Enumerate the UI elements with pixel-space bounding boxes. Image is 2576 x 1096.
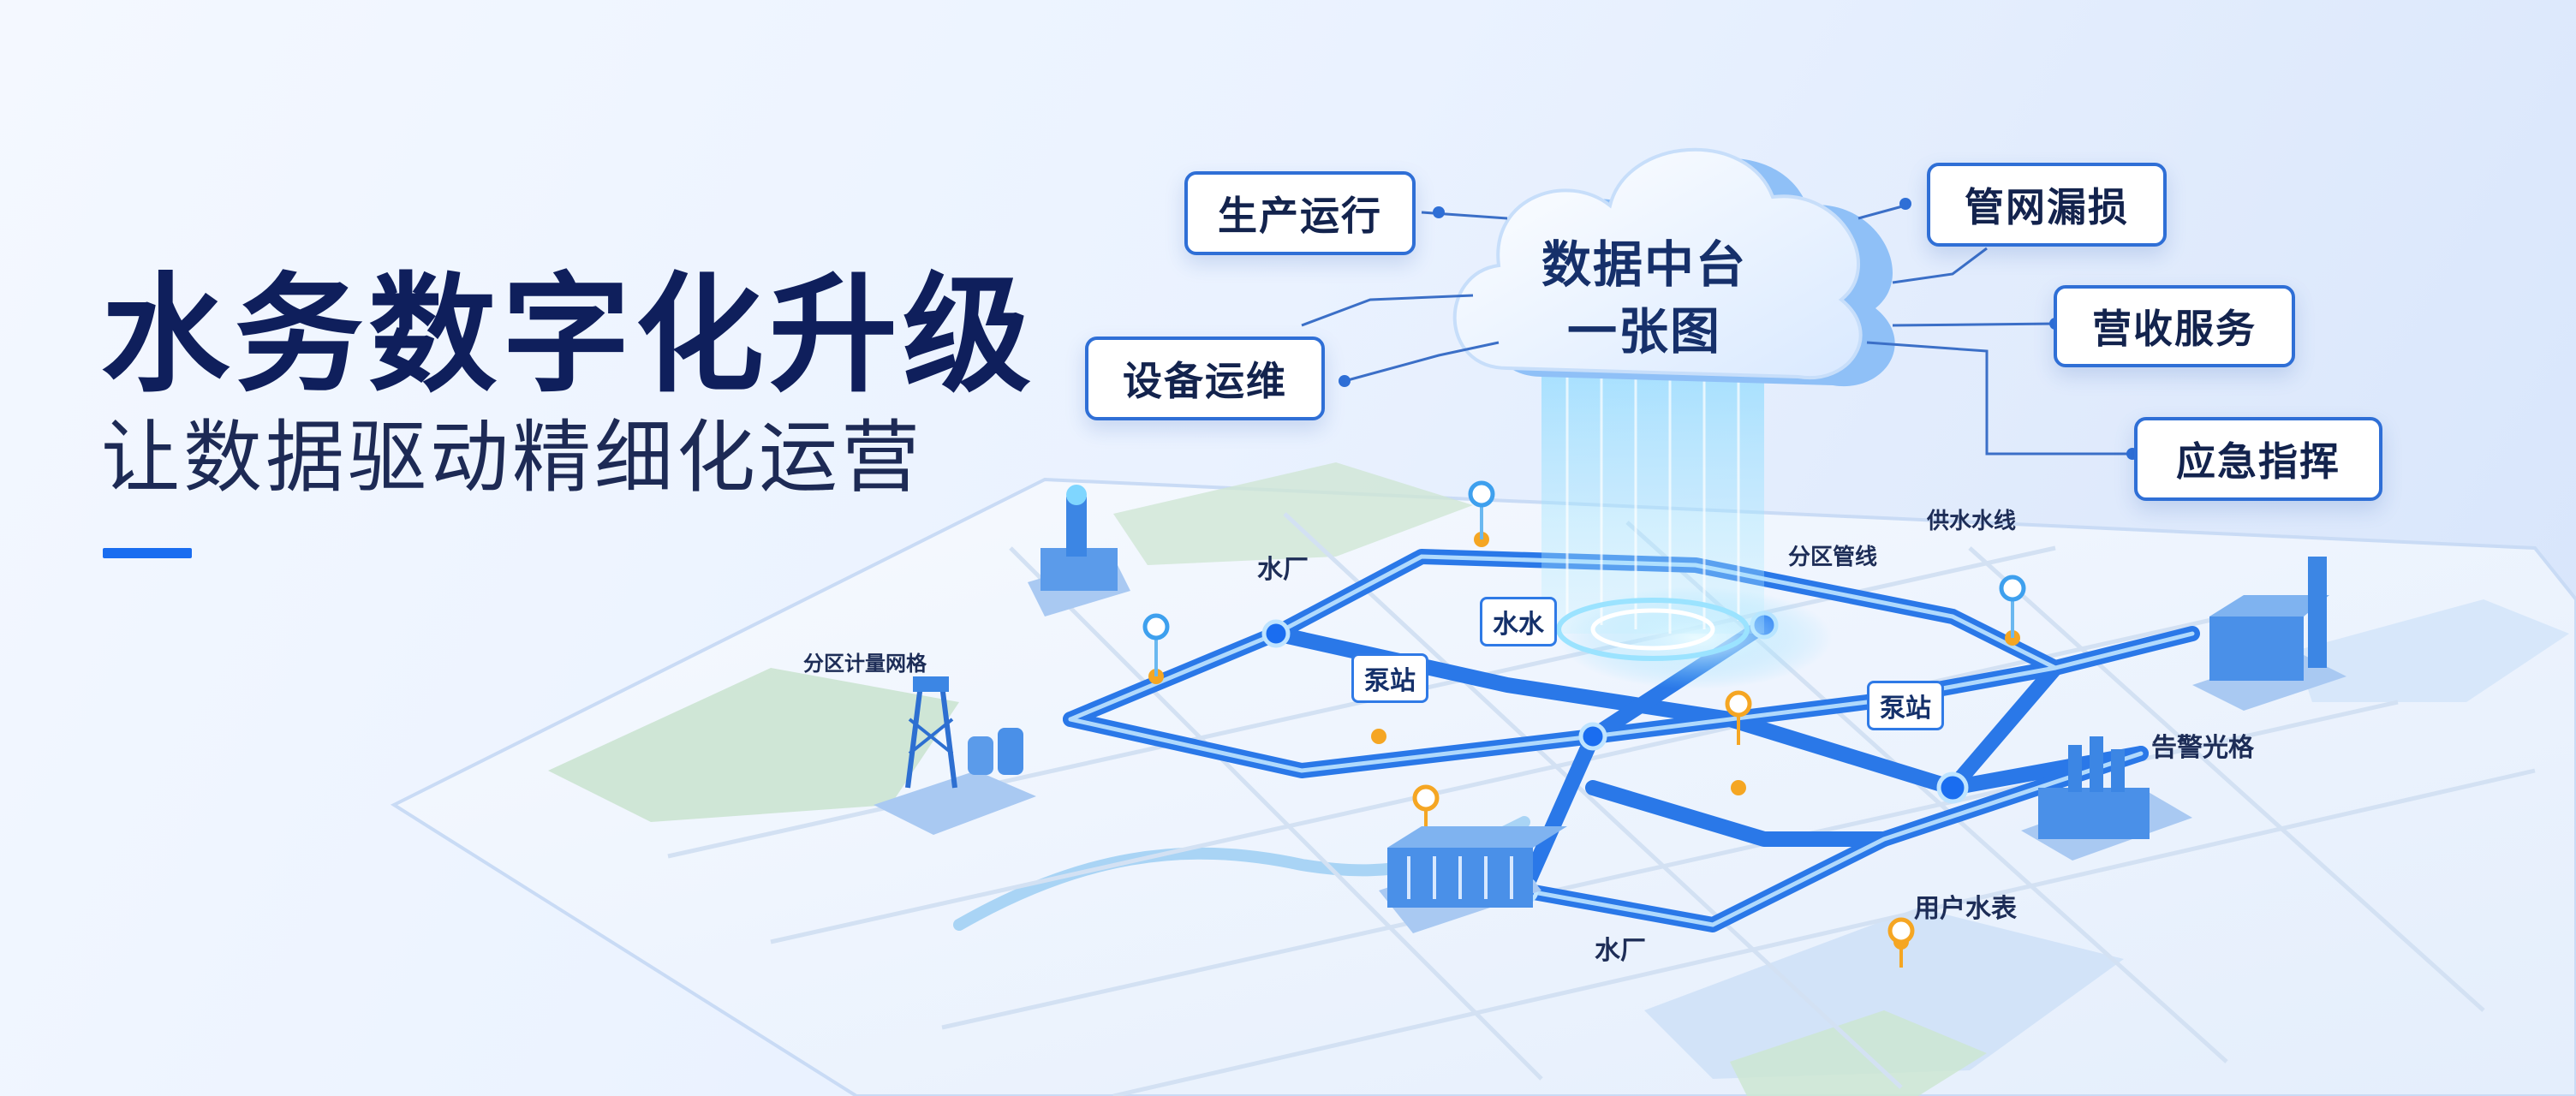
title-divider [103,548,192,558]
blue-area [2295,599,2569,702]
callout-production: 生产运行 [1184,171,1416,255]
callout-billing: 营收服务 [2054,285,2295,367]
hero-subtitle: 让数据驱动精细化运营 [101,412,924,503]
green-area [1730,1010,1987,1096]
hero-title: 水务数字化升级 [101,261,1037,410]
location-pins [1142,480,2026,968]
water-tower-building [874,676,1036,835]
blue-area [1644,908,2124,1079]
green-area [1113,462,1473,565]
callout-connectors [1301,204,2132,456]
callout-emergency: 应急指挥 [2134,417,2382,501]
cloud-label-line1: 数据中台 [1541,235,1747,294]
data-beam [1541,360,1764,661]
badge-pump-station-left: 泵站 [1351,653,1428,703]
badge-pump-station-right: 泵站 [1867,681,1944,730]
water-plant-bottom-building [1379,826,1567,933]
data-platform-cloud [1452,147,1895,387]
callout-equipment: 设备运维 [1085,337,1325,420]
green-area [548,668,959,822]
label-supply-line: 供水水线 [1927,509,2017,534]
water-plant-top-building [1028,485,1130,616]
label-district-pipes: 分区管线 [1788,545,1878,570]
label-water-plant-bottom: 水厂 [1595,936,1646,966]
badge-water: 水水 [1480,597,1557,646]
cloud-label-line2: 一张图 [1566,302,1721,360]
label-alarm-grid: 告警光格 [2151,733,2254,763]
factory-right-building [2192,557,2346,711]
factory-bottom-right-building [2021,736,2192,861]
label-district-metering: 分区计量网格 [803,652,927,676]
callout-leakage: 管网漏损 [1927,163,2167,247]
label-user-meter: 用户水表 [1914,894,2017,924]
cloud-label: 数据中台 一张图 [1507,231,1781,365]
label-water-plant-top: 水厂 [1257,555,1309,585]
